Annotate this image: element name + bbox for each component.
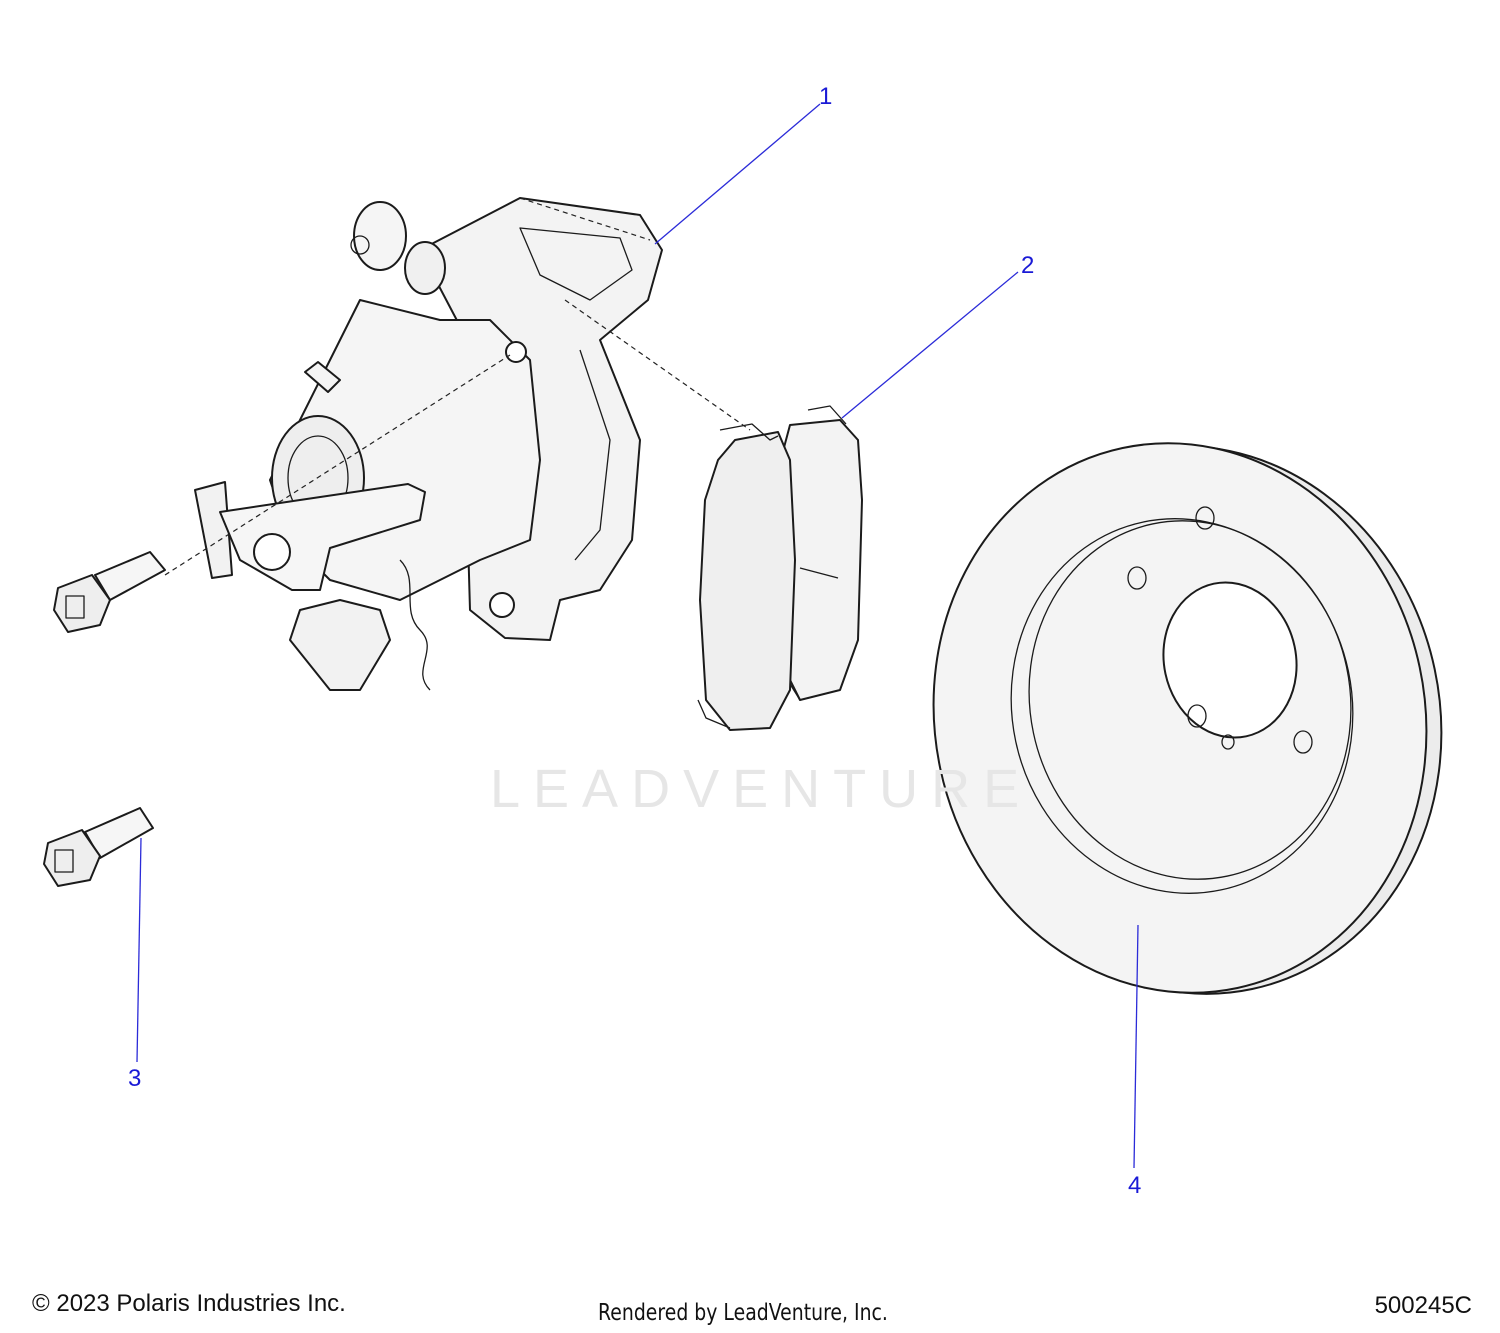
callout-number-3[interactable]: 3 [128, 1065, 141, 1092]
alignment-line-bracket [519, 197, 651, 241]
document-number: 500245C [1374, 1292, 1472, 1319]
rotor-bolt-holes [1127, 506, 1313, 754]
rendered-by-text: Rendered by LeadVenture, Inc. [598, 1300, 888, 1326]
alignment-line-pads [564, 299, 751, 431]
brake-pad-set[interactable] [697, 405, 863, 731]
leader-line-2 [841, 271, 1019, 419]
leader-line-1 [654, 103, 821, 245]
flange-bolt[interactable] [43, 807, 154, 887]
caliper-bolt-installed[interactable] [53, 551, 166, 633]
leader-line-3 [136, 837, 142, 1063]
brake-rotor[interactable] [883, 397, 1492, 1040]
brake-caliper-assembly[interactable] [194, 197, 663, 691]
copyright-text: © 2023 Polaris Industries Inc. [32, 1290, 346, 1317]
leader-line-4 [1133, 924, 1139, 1169]
callout-number-1[interactable]: 1 [819, 83, 832, 110]
callout-number-4[interactable]: 4 [1128, 1172, 1141, 1199]
callout-number-2[interactable]: 2 [1021, 252, 1034, 279]
